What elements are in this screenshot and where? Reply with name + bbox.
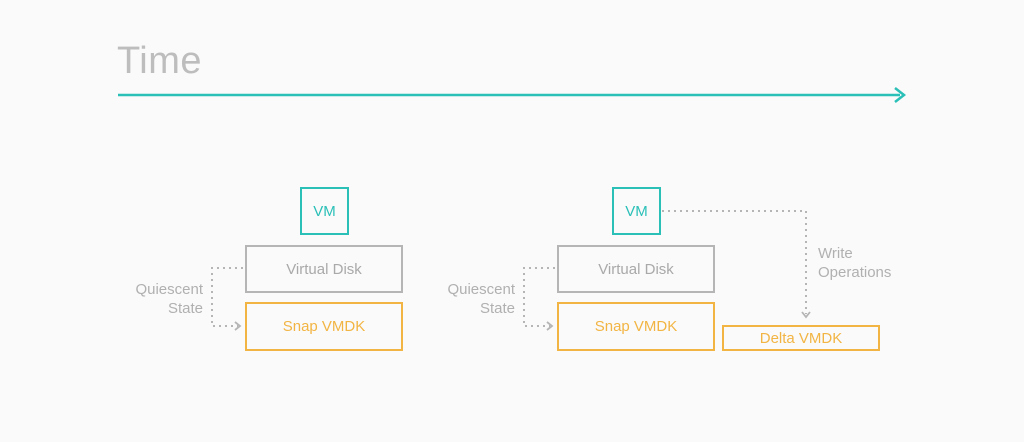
write-operations-label: Write Operations [818, 244, 891, 282]
right-vm-box: VM [612, 187, 661, 235]
left-quiescent-state-label: Quiescent State [110, 280, 203, 318]
right-snap-vmdk-box: Snap VMDK [557, 302, 715, 351]
write-line1: Write [818, 245, 853, 262]
left-virtual-disk-box: Virtual Disk [245, 245, 403, 293]
left-vm-box: VM [300, 187, 349, 235]
time-arrowhead [894, 87, 907, 103]
left-snap-vmdk-box: Snap VMDK [245, 302, 403, 351]
left-quiescent-arrowhead [234, 321, 242, 331]
write-operations-connector [662, 210, 807, 314]
right-virtual-disk-box: Virtual Disk [557, 245, 715, 293]
left-quiescent-line1: Quiescent [135, 281, 203, 298]
write-line2: Operations [818, 264, 892, 281]
delta-vmdk-label: Delta VMDK [759, 329, 843, 347]
right-vm-label: VM [625, 202, 648, 220]
right-virtual-disk-label: Virtual Disk [598, 260, 674, 278]
right-quiescent-state-label: Quiescent State [422, 280, 515, 318]
left-quiescent-bracket [211, 267, 243, 327]
delta-vmdk-box: Delta VMDK [722, 325, 880, 351]
right-quiescent-bracket [523, 267, 555, 327]
right-quiescent-line2: State [479, 300, 515, 317]
left-quiescent-line2: State [167, 300, 203, 317]
right-quiescent-line1: Quiescent [447, 281, 515, 298]
left-snap-vmdk-label: Snap VMDK [282, 318, 366, 335]
write-operations-arrowhead [801, 311, 811, 319]
time-label: Time [117, 40, 203, 82]
right-snap-vmdk-label: Snap VMDK [594, 318, 678, 335]
left-virtual-disk-label: Virtual Disk [286, 260, 362, 278]
left-vm-label: VM [313, 202, 336, 220]
right-quiescent-arrowhead [546, 321, 554, 331]
